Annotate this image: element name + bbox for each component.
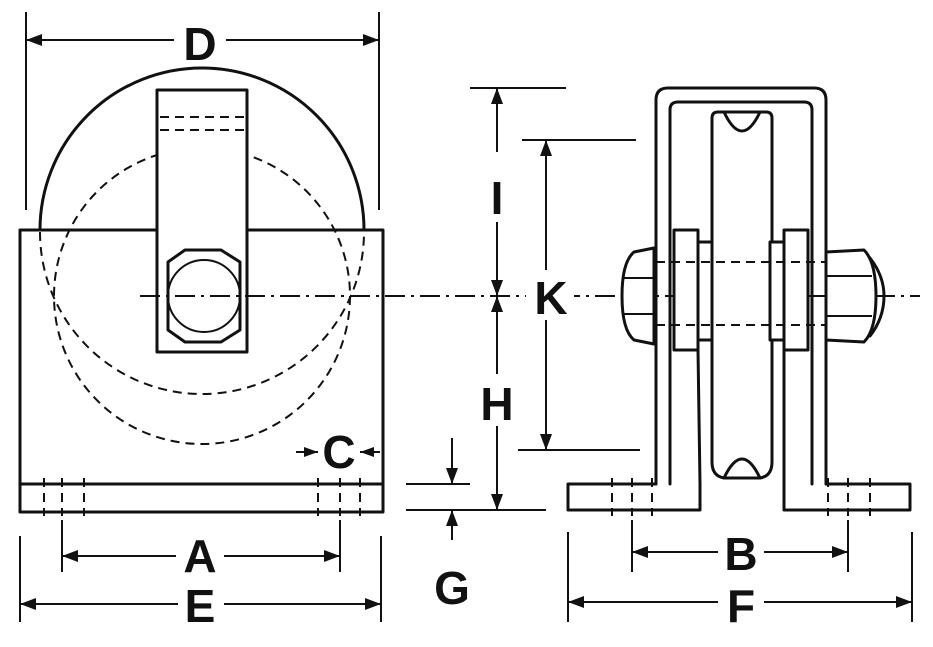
right-nut bbox=[824, 248, 878, 344]
side-view bbox=[566, 86, 912, 516]
label-a: A bbox=[183, 530, 216, 582]
label-h: H bbox=[480, 378, 513, 430]
label-f: F bbox=[727, 580, 755, 632]
label-i: I bbox=[491, 172, 504, 224]
side-wheel bbox=[710, 110, 774, 480]
dimension-labels: D I K H C A E G B F bbox=[174, 18, 764, 632]
left-side-plate bbox=[672, 228, 700, 352]
left-foot bbox=[566, 348, 702, 512]
side-bracket-inner bbox=[668, 100, 814, 486]
left-washer bbox=[696, 240, 714, 342]
right-foot bbox=[782, 348, 912, 512]
label-k: K bbox=[534, 272, 567, 324]
label-d: D bbox=[183, 18, 216, 70]
wheel-outer-arc bbox=[38, 66, 366, 232]
front-view bbox=[18, 66, 920, 516]
wheel-hidden-outer-lower bbox=[39, 231, 365, 395]
left-nut bbox=[620, 246, 656, 346]
right-washer bbox=[768, 240, 786, 342]
right-side-plate bbox=[782, 228, 810, 352]
side-bracket-outer bbox=[654, 86, 828, 486]
label-e: E bbox=[185, 580, 216, 632]
label-g: G bbox=[434, 562, 470, 614]
base-plate bbox=[18, 482, 385, 514]
label-c: C bbox=[322, 426, 355, 478]
label-b: B bbox=[724, 528, 757, 580]
